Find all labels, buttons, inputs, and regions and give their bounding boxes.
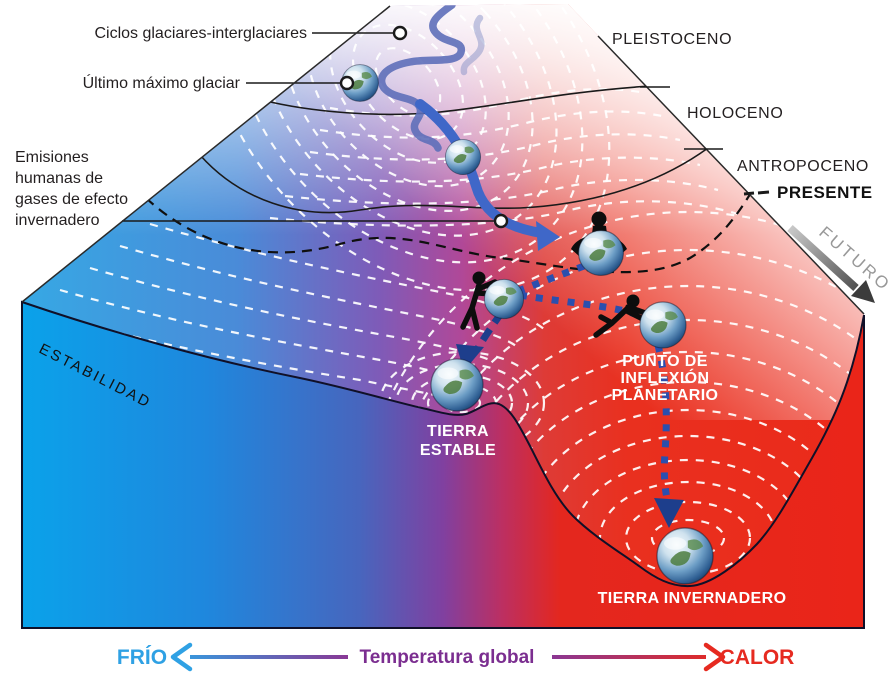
label-stable-earth-line-2: ESTABLE <box>420 442 496 459</box>
label-emissions-line-2: humanas de <box>15 170 103 187</box>
label-holocene: HOLOCENO <box>687 105 783 122</box>
label-present: PRESENTE <box>777 183 873 202</box>
landscape-front-face: ESTABILIDAD <box>21 300 865 629</box>
axis-cold-label: FRÍO <box>117 646 167 669</box>
label-tipping-line-2: INFLEXIÓN <box>621 368 710 387</box>
globe-tipping-icon <box>639 301 687 349</box>
label-tipping-line-3: PLANETARIO <box>612 387 719 404</box>
temperature-axis: FRÍO Temperatura global CALOR <box>117 642 795 672</box>
future-arrow <box>787 225 875 303</box>
cold-arrowhead-icon <box>170 642 193 672</box>
future-arrowhead <box>851 280 875 303</box>
hothouse-arrowhead <box>654 498 684 528</box>
marker-emissions <box>493 213 509 229</box>
label-pleistocene: PLEISTOCENO <box>612 31 732 48</box>
callout-leaders <box>122 25 509 229</box>
globe-pushed-icon <box>483 278 525 320</box>
label-planetary-tipping-point: PUNTO DE INFLEXIÓN PLANETARIO <box>612 353 719 404</box>
label-glacial-cycles: Ciclos glaciares-interglaciares <box>94 25 307 42</box>
label-emissions-line-3: gases de efecto <box>15 191 128 208</box>
label-last-glacial-max: Último máximo glaciar <box>83 73 241 92</box>
epoch-ticks <box>640 86 770 196</box>
figure-falling-icon <box>593 294 651 338</box>
right-edge <box>597 35 865 315</box>
label-stable-earth: TIERRA ESTABLE <box>420 423 496 459</box>
label-emissions: Emisiones humanas de gases de efecto inv… <box>15 149 128 229</box>
label-emissions-line-4: invernadero <box>15 212 100 229</box>
arrowhead <box>536 221 560 251</box>
label-anthropocene: ANTROPOCENO <box>737 158 869 175</box>
left-edge <box>21 5 391 303</box>
marker-glacial-cycles <box>392 25 408 41</box>
marker-last-glacial-max <box>339 75 355 91</box>
globe-hothouse-earth-icon <box>656 527 714 585</box>
label-stable-earth-line-1: TIERRA <box>427 423 489 440</box>
label-tipping-line-1: PUNTO DE <box>622 353 708 370</box>
hot-arrowhead-icon <box>703 642 726 672</box>
axis-title: Temperatura global <box>360 647 535 668</box>
globe-present-icon <box>578 230 624 276</box>
epoch-boundary-contours <box>145 85 753 274</box>
axis-hot-label: CALOR <box>720 646 795 669</box>
glacial-cycles-meander <box>377 4 485 152</box>
globe-stable-earth-icon <box>430 358 484 412</box>
label-hothouse-earth: TIERRA INVERNADERO <box>598 590 787 607</box>
label-emissions-line-1: Emisiones <box>15 149 89 166</box>
globe-holocene-icon <box>444 138 482 176</box>
holocene-trajectory-arrow <box>415 99 560 251</box>
